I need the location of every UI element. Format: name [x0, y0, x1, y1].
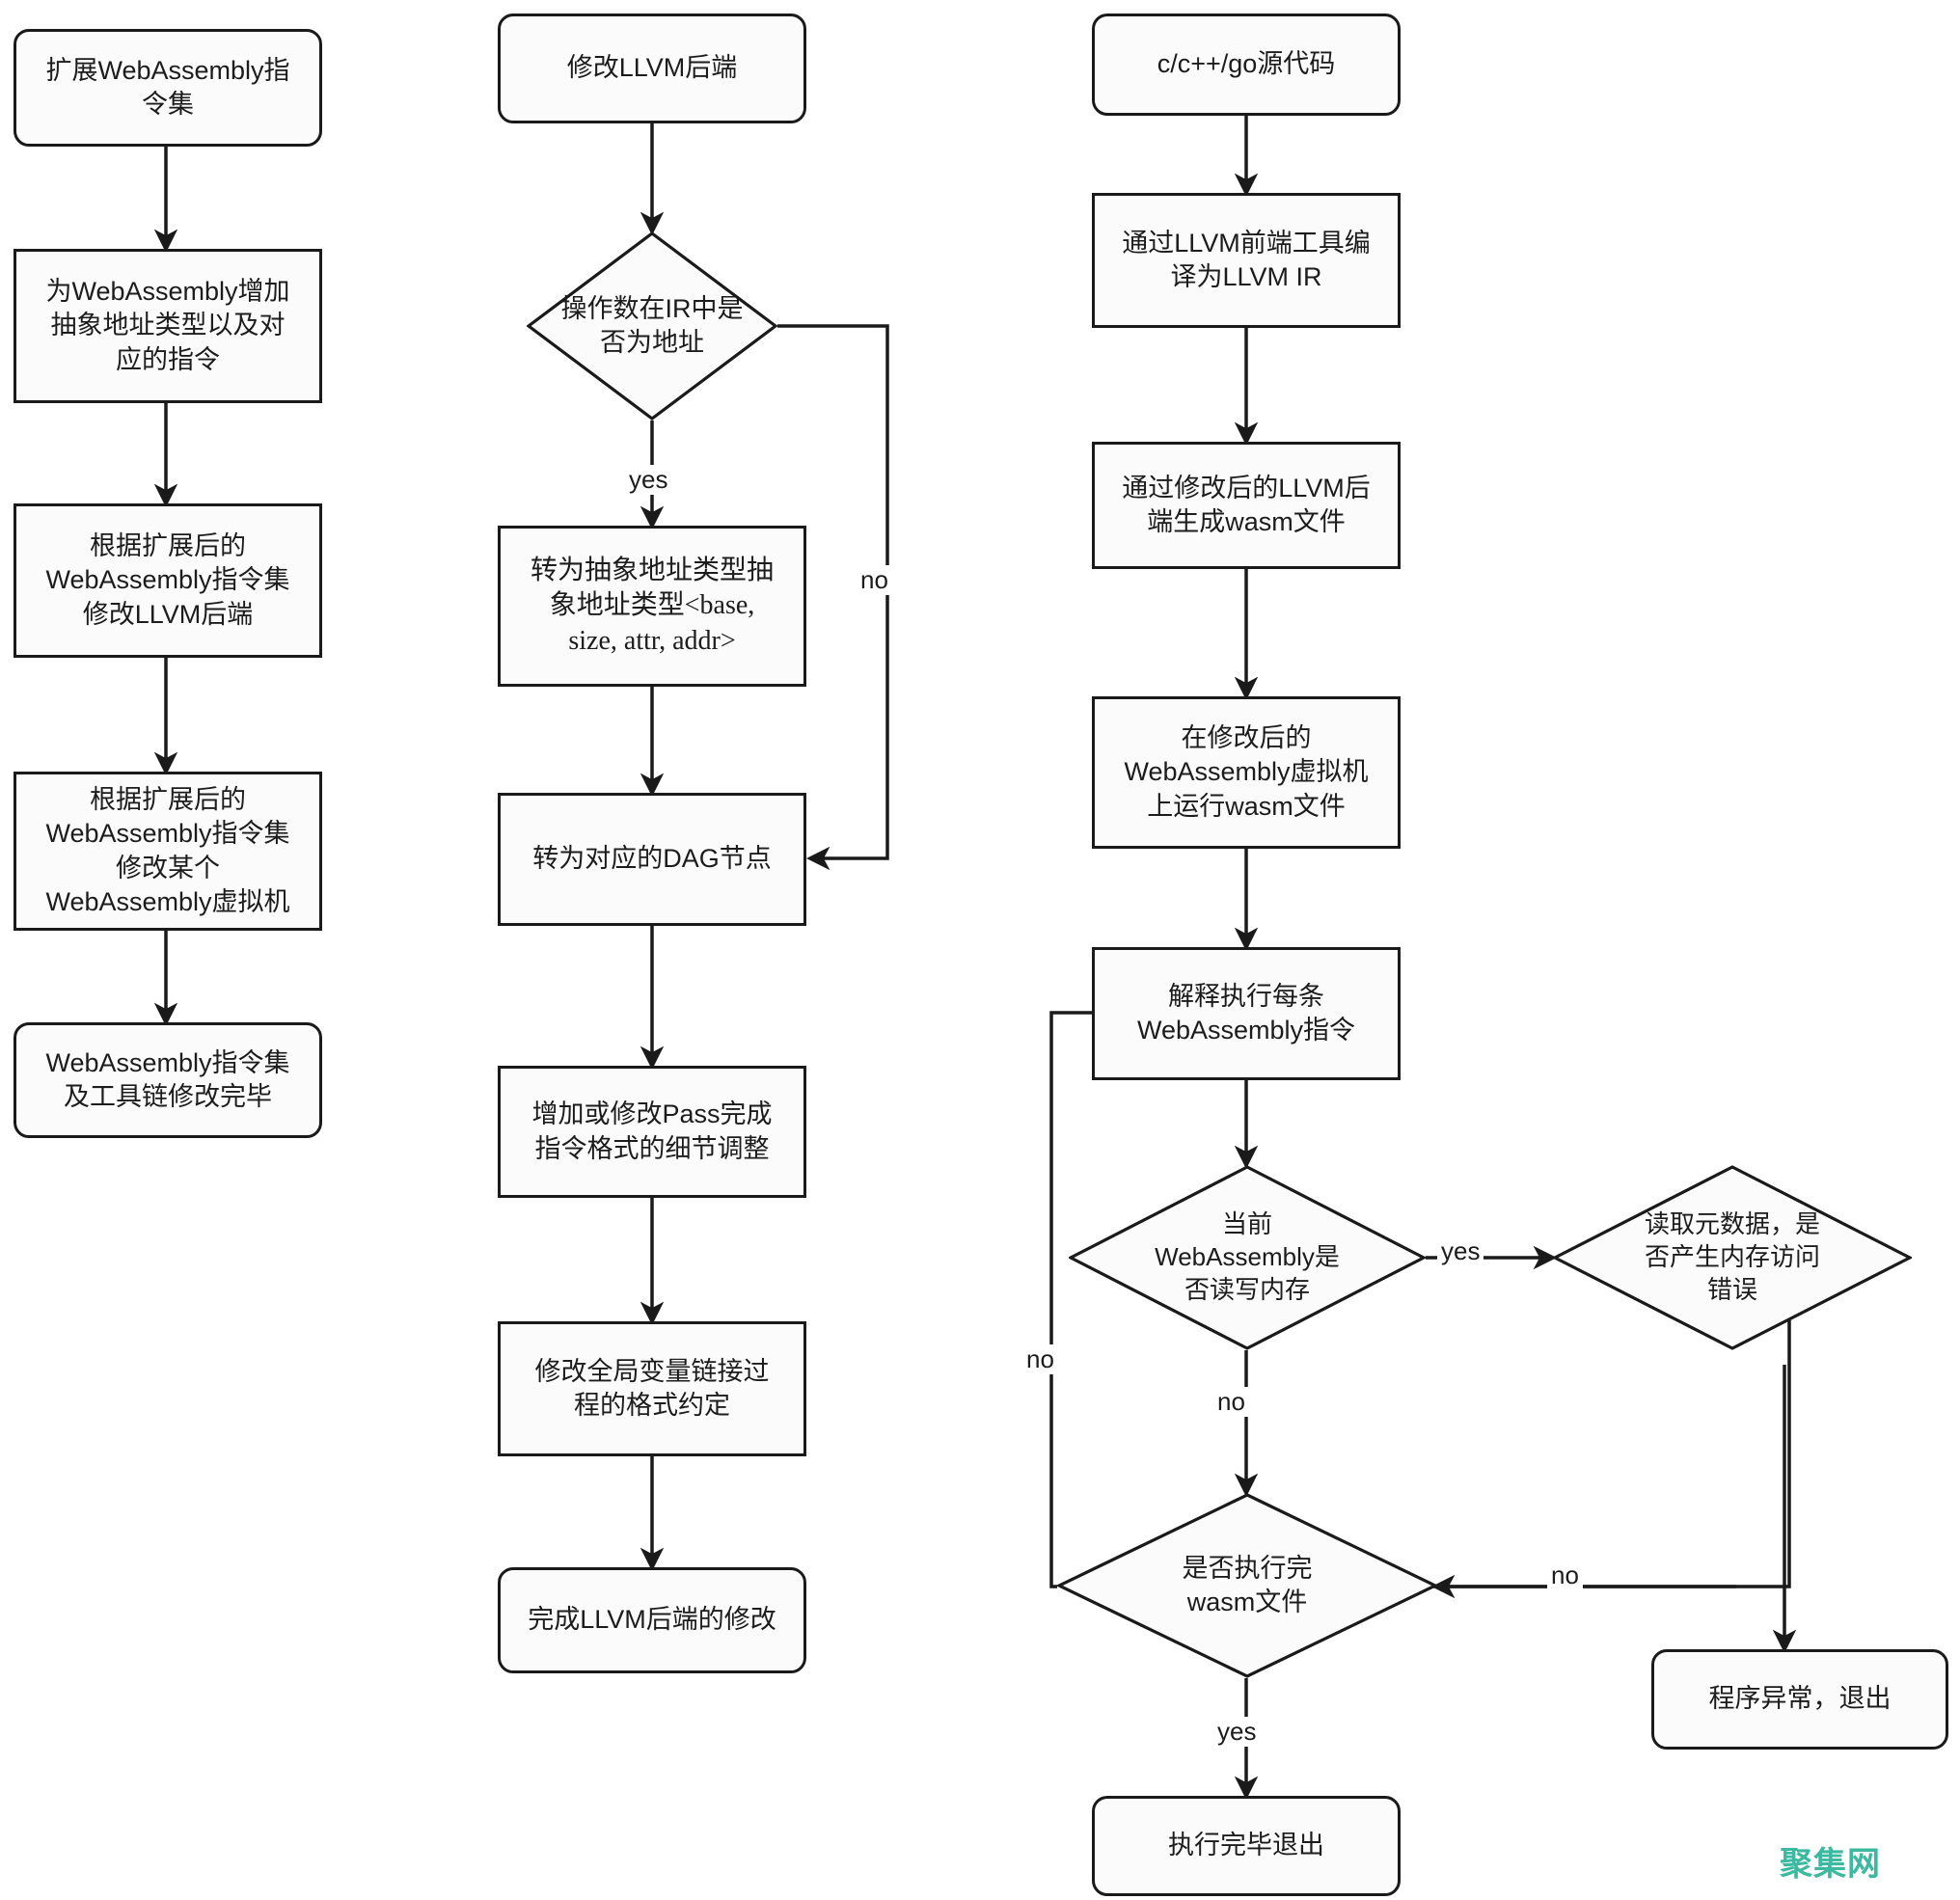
watermark-logo: 聚集网 [1780, 1846, 1881, 1883]
node-toolchain-modification-done[interactable]: WebAssembly指令集 及工具链修改完毕 [14, 1022, 322, 1138]
node-label: 执行完毕退出 [1168, 1831, 1324, 1860]
node-label: c/c++/go源代码 [1157, 49, 1336, 79]
decision-is-memory-access[interactable]: 当前 WebAssembly是 否读写内存 [1069, 1165, 1426, 1350]
node-interpret-wasm-instruction[interactable]: 解释执行每条 WebAssembly指令 [1092, 947, 1401, 1080]
node-label: 扩展WebAssembly指 令集 [45, 55, 290, 119]
node-modify-llvm-backend-by-isa[interactable]: 根据扩展后的 WebAssembly指令集 修改LLVM后端 [14, 503, 322, 658]
decision-is-operand-address[interactable]: 操作数在IR中是 否为地址 [527, 231, 777, 421]
node-label: 根据扩展后的 WebAssembly指令集 修改某个 WebAssembly虚拟… [45, 785, 290, 916]
node-label: 转为对应的DAG节点 [532, 844, 772, 874]
diamond-outline [527, 231, 777, 421]
node-label: WebAssembly指令集 及工具链修改完毕 [45, 1047, 290, 1111]
node-add-abstract-address-type[interactable]: 为WebAssembly增加 抽象地址类型以及对 应的指令 [14, 249, 322, 403]
edge-label-c3-loop-no: no [1022, 1344, 1058, 1374]
node-modify-global-var-linking[interactable]: 修改全局变量链接过 程的格式约定 [498, 1321, 806, 1456]
node-execution-complete-exit[interactable]: 执行完毕退出 [1092, 1796, 1401, 1896]
node-run-wasm-on-vm[interactable]: 在修改后的 WebAssembly虚拟机 上运行wasm文件 [1092, 696, 1401, 849]
edge-label-c2-yes: yes [625, 465, 672, 495]
edge-label-c3d1-yes: yes [1437, 1236, 1484, 1266]
node-label: 为WebAssembly增加 抽象地址类型以及对 应的指令 [45, 277, 290, 374]
node-label: 在修改后的 WebAssembly虚拟机 上运行wasm文件 [1124, 723, 1369, 821]
diamond-outline [1069, 1165, 1426, 1350]
node-label: 解释执行每条 WebAssembly指令 [1136, 981, 1356, 1045]
edge-label-c3d1-no: no [1213, 1387, 1249, 1417]
node-source-code[interactable]: c/c++/go源代码 [1092, 14, 1401, 116]
node-label: 增加或修改Pass完成 指令格式的细节调整 [531, 1099, 773, 1163]
node-program-exception-exit[interactable]: 程序异常，退出 [1651, 1649, 1948, 1750]
node-label: 转为抽象地址类型抽 象地址类型<base, size, attr, addr> [530, 555, 774, 656]
node-label: 完成LLVM后端的修改 [528, 1605, 776, 1635]
node-modify-wasm-vm-by-isa[interactable]: 根据扩展后的 WebAssembly指令集 修改某个 WebAssembly虚拟… [14, 772, 322, 931]
node-label: 操作数在IR中是 否为地址 [560, 293, 744, 357]
node-label: 通过LLVM前端工具编 译为LLVM IR [1122, 228, 1371, 291]
decision-wasm-finished[interactable]: 是否执行完 wasm文件 [1057, 1493, 1437, 1678]
edge-label-c3d3-yes: yes [1213, 1717, 1261, 1747]
node-convert-to-abstract-address-type[interactable]: 转为抽象地址类型抽 象地址类型<base, size, attr, addr> [498, 526, 806, 687]
node-label: 当前 WebAssembly是 否读写内存 [1155, 1209, 1340, 1304]
node-generate-wasm-file[interactable]: 通过修改后的LLVM后 端生成wasm文件 [1092, 442, 1401, 569]
edge-label-c2-no: no [857, 565, 892, 595]
decision-memory-access-error[interactable]: 读取元数据，是 否产生内存访问 错误 [1553, 1165, 1912, 1350]
node-label: 修改全局变量链接过 程的格式约定 [534, 1356, 770, 1420]
node-compile-to-llvm-ir[interactable]: 通过LLVM前端工具编 译为LLVM IR [1092, 193, 1401, 328]
node-modify-llvm-backend-start[interactable]: 修改LLVM后端 [498, 14, 806, 123]
node-label: 程序异常，退出 [1708, 1684, 1892, 1714]
node-convert-to-dag-node[interactable]: 转为对应的DAG节点 [498, 793, 806, 926]
node-label: 修改LLVM后端 [566, 53, 738, 83]
node-extend-wasm-instruction-set[interactable]: 扩展WebAssembly指 令集 [14, 29, 322, 147]
node-label: 通过修改后的LLVM后 端生成wasm文件 [1122, 473, 1371, 536]
node-label: 读取元数据，是 否产生内存访问 错误 [1644, 1209, 1820, 1304]
node-label: 根据扩展后的 WebAssembly指令集 修改LLVM后端 [45, 531, 290, 629]
node-add-or-modify-pass[interactable]: 增加或修改Pass完成 指令格式的细节调整 [498, 1066, 806, 1198]
edge-label-c3d2-no: no [1547, 1561, 1583, 1590]
node-label: 是否执行完 wasm文件 [1182, 1553, 1313, 1616]
node-llvm-backend-done[interactable]: 完成LLVM后端的修改 [498, 1567, 806, 1673]
